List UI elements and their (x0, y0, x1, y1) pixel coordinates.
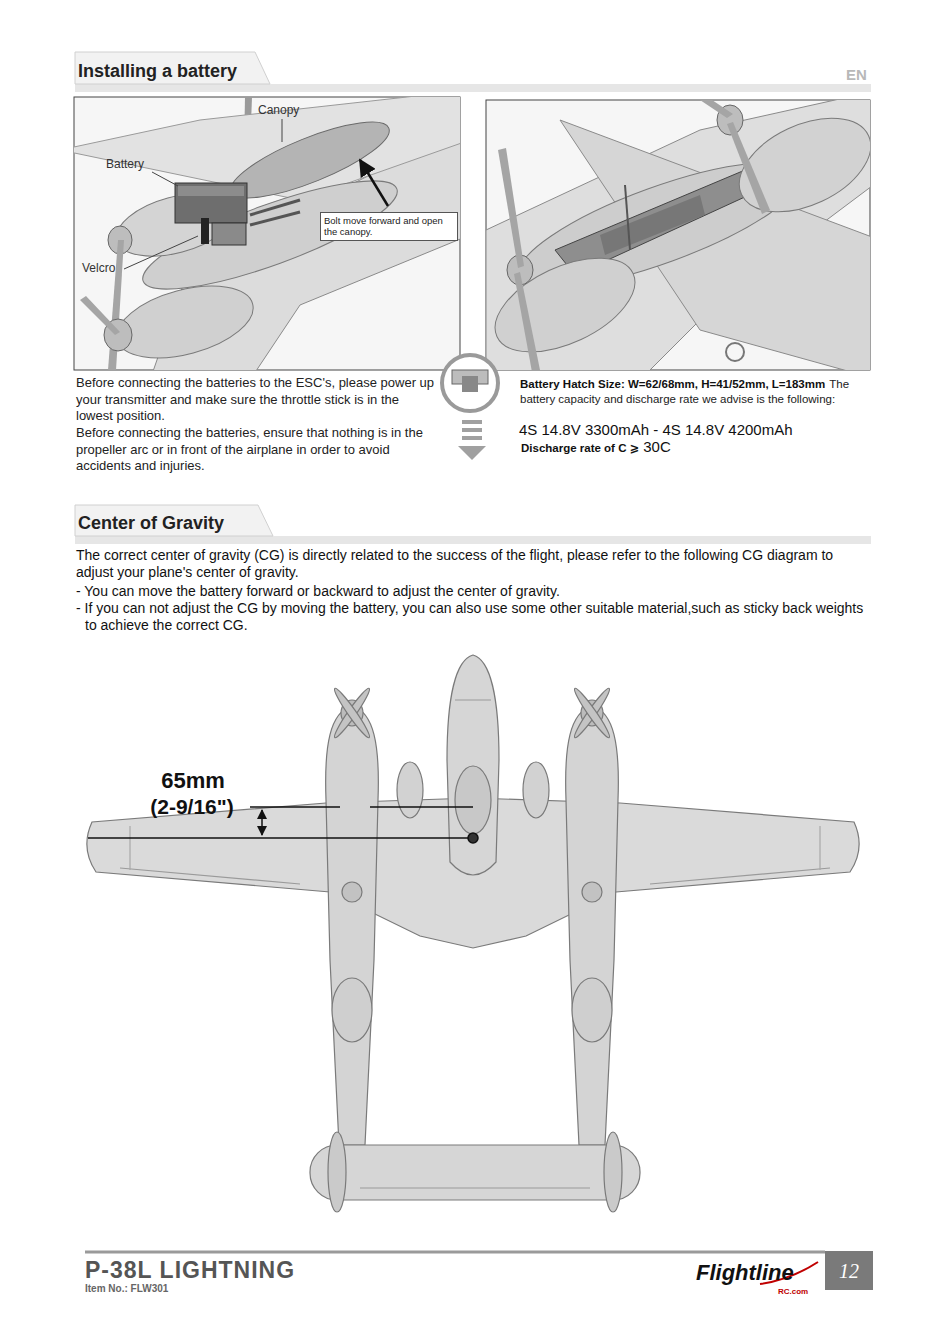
heading-tab (75, 84, 871, 92)
spec-text: Discharge rate of C ⩾ (521, 442, 639, 454)
aircraft-top-view (397, 762, 423, 818)
instruction-text: The correct center of gravity (CG) is di… (76, 547, 866, 581)
text-group: Battery Hatch Size: W=62/68mm, H=41/52mm… (520, 376, 855, 406)
hatch-icon (462, 428, 482, 432)
footer-bar (85, 1251, 873, 1290)
battery-install-photo (212, 223, 246, 245)
instruction-text: Before connecting the batteries, ensure … (76, 425, 436, 475)
aircraft-top-view (129, 826, 130, 870)
text-group: Discharge rate of C ⩾ 30C (521, 438, 841, 457)
battery-bay-photo (514, 272, 540, 370)
cg-dimension (261, 810, 263, 835)
part-label: Battery (106, 157, 144, 171)
aircraft-top-view (120, 868, 300, 884)
aircraft-top-view (650, 868, 830, 884)
battery-bay-photo (700, 100, 733, 118)
battery-bay-photo (481, 90, 885, 380)
hatch-icon (458, 446, 486, 460)
cg-dimension (468, 833, 478, 843)
battery-bay-photo (498, 148, 524, 268)
aircraft-top-view (342, 882, 362, 902)
aircraft-top-view (447, 655, 499, 875)
hatch-icon (462, 376, 478, 392)
battery-bay-photo (725, 100, 870, 231)
section-heading: Installing a battery (78, 61, 237, 83)
leader-line (124, 119, 282, 269)
heading-tab (75, 536, 871, 544)
aircraft-top-view (566, 706, 619, 1145)
brand-logo: RC.com (778, 1287, 808, 1297)
aircraft-top-view (328, 1132, 346, 1212)
callout-box: Bolt move forward and open the canopy. (320, 212, 458, 241)
heading-tab (75, 505, 273, 536)
spec-text: Battery Hatch Size: W=62/68mm, H=41/52mm… (520, 378, 825, 390)
battery-bay-photo (625, 185, 630, 250)
hatch-icon (442, 355, 498, 460)
battery-install-photo (80, 296, 120, 335)
dimension-label: (2-9/16") (136, 794, 248, 819)
aircraft-top-view (310, 1145, 640, 1200)
hatch-icon (462, 420, 482, 424)
aircraft-top-view (455, 699, 491, 700)
part-label: Velcro (82, 261, 115, 275)
leader-line (152, 172, 178, 186)
model-name: P-38L LIGHTNING (85, 1257, 295, 1285)
aircraft-top-view (572, 978, 612, 1042)
battery-bay-photo (600, 195, 705, 255)
aircraft-top-view (604, 1132, 622, 1212)
hatch-icon (462, 436, 482, 440)
battery-install-photo (201, 218, 209, 244)
aircraft-top-view (332, 686, 373, 740)
battery-install-photo (175, 183, 247, 223)
aircraft-top-view (360, 1187, 590, 1188)
bullet-text: - You can move the battery forward or ba… (76, 583, 866, 600)
language-tag: EN (846, 66, 867, 84)
aircraft-top-view (87, 655, 859, 1212)
page-number: 12 (825, 1259, 873, 1283)
instruction-text: Before connecting the batteries to the E… (76, 375, 436, 425)
aircraft-top-view (332, 686, 373, 740)
battery-install-photo (223, 108, 397, 212)
cg-dimension (88, 837, 473, 839)
part-label: Canopy (258, 103, 299, 117)
battery-install-photo (178, 186, 244, 196)
aircraft-top-view (523, 762, 549, 818)
brand-logo: Flightline (696, 1260, 794, 1286)
aircraft-top-view (332, 978, 372, 1042)
battery-install-photo (360, 160, 388, 206)
leader-line (282, 119, 283, 142)
leader-line (124, 236, 198, 269)
bullet-text: - If you can not adjust the CG by moving… (76, 600, 875, 634)
footer-bar (825, 1251, 873, 1290)
battery-install-photo (60, 90, 470, 380)
cg-dimension (88, 807, 478, 843)
battery-spec: 4S 14.8V 3300mAh - 4S 14.8V 4200mAh (519, 421, 793, 439)
battery-install-photo (74, 97, 460, 370)
battery-bay-photo (726, 343, 744, 361)
section-heading: Center of Gravity (78, 513, 224, 535)
aircraft-top-view (819, 826, 820, 870)
heading-tab (75, 52, 270, 84)
battery-install-photo (250, 212, 300, 225)
aircraft-top-view (326, 706, 379, 1145)
item-number: Item No.: FLW301 (85, 1283, 168, 1295)
aircraft-top-view (582, 882, 602, 902)
callout-text: Bolt move forward and open the canopy. (324, 215, 454, 238)
aircraft-top-view (572, 686, 613, 740)
battery-bay-photo (727, 122, 770, 214)
aircraft-top-view (455, 766, 491, 834)
hatch-icon (442, 355, 498, 411)
footer-bar (85, 1251, 825, 1254)
dimension-label: 65mm (140, 768, 246, 794)
battery-spec: 30C (643, 438, 671, 455)
aircraft-top-view (572, 686, 613, 740)
battery-install-photo (109, 273, 261, 370)
cg-dimension (250, 806, 340, 808)
cg-dimension (370, 806, 473, 808)
battery-bay-photo (486, 239, 649, 370)
battery-bay-photo (486, 100, 870, 370)
